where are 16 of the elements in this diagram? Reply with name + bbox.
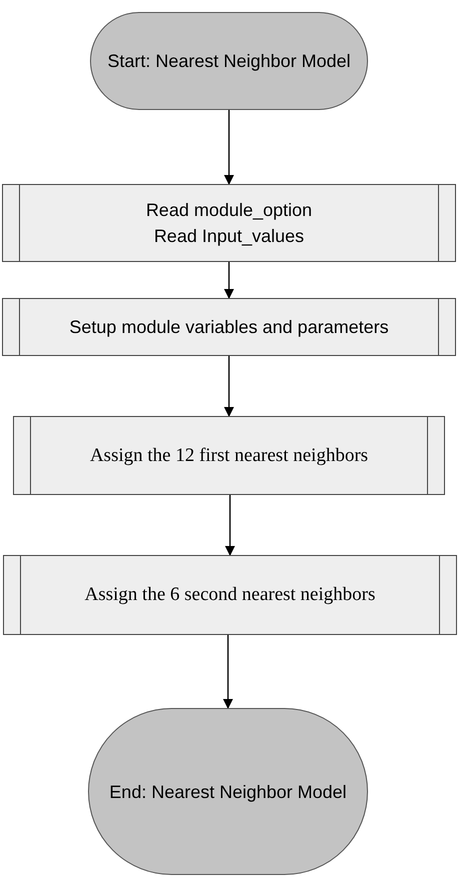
node-text: Read module_option <box>146 199 312 222</box>
node-text: Assign the 12 first nearest neighbors <box>90 444 368 468</box>
node-text: Start: Nearest Neighbor Model <box>107 50 351 73</box>
arrow <box>223 635 233 709</box>
predefined-process-box <box>2 298 456 356</box>
node-text: End: Nearest Neighbor Model <box>109 780 347 804</box>
arrow <box>224 262 234 299</box>
predefined-process-box <box>2 184 456 262</box>
arrow <box>225 495 235 556</box>
node-text: Assign the 6 second nearest neighbors <box>84 583 376 607</box>
arrow <box>224 356 234 417</box>
predefined-process-box <box>3 555 457 635</box>
node-text: Read Input_values <box>154 225 304 248</box>
predefined-process-box <box>13 416 445 495</box>
node-text: Setup module variables and parameters <box>69 316 389 339</box>
arrow <box>224 110 234 185</box>
